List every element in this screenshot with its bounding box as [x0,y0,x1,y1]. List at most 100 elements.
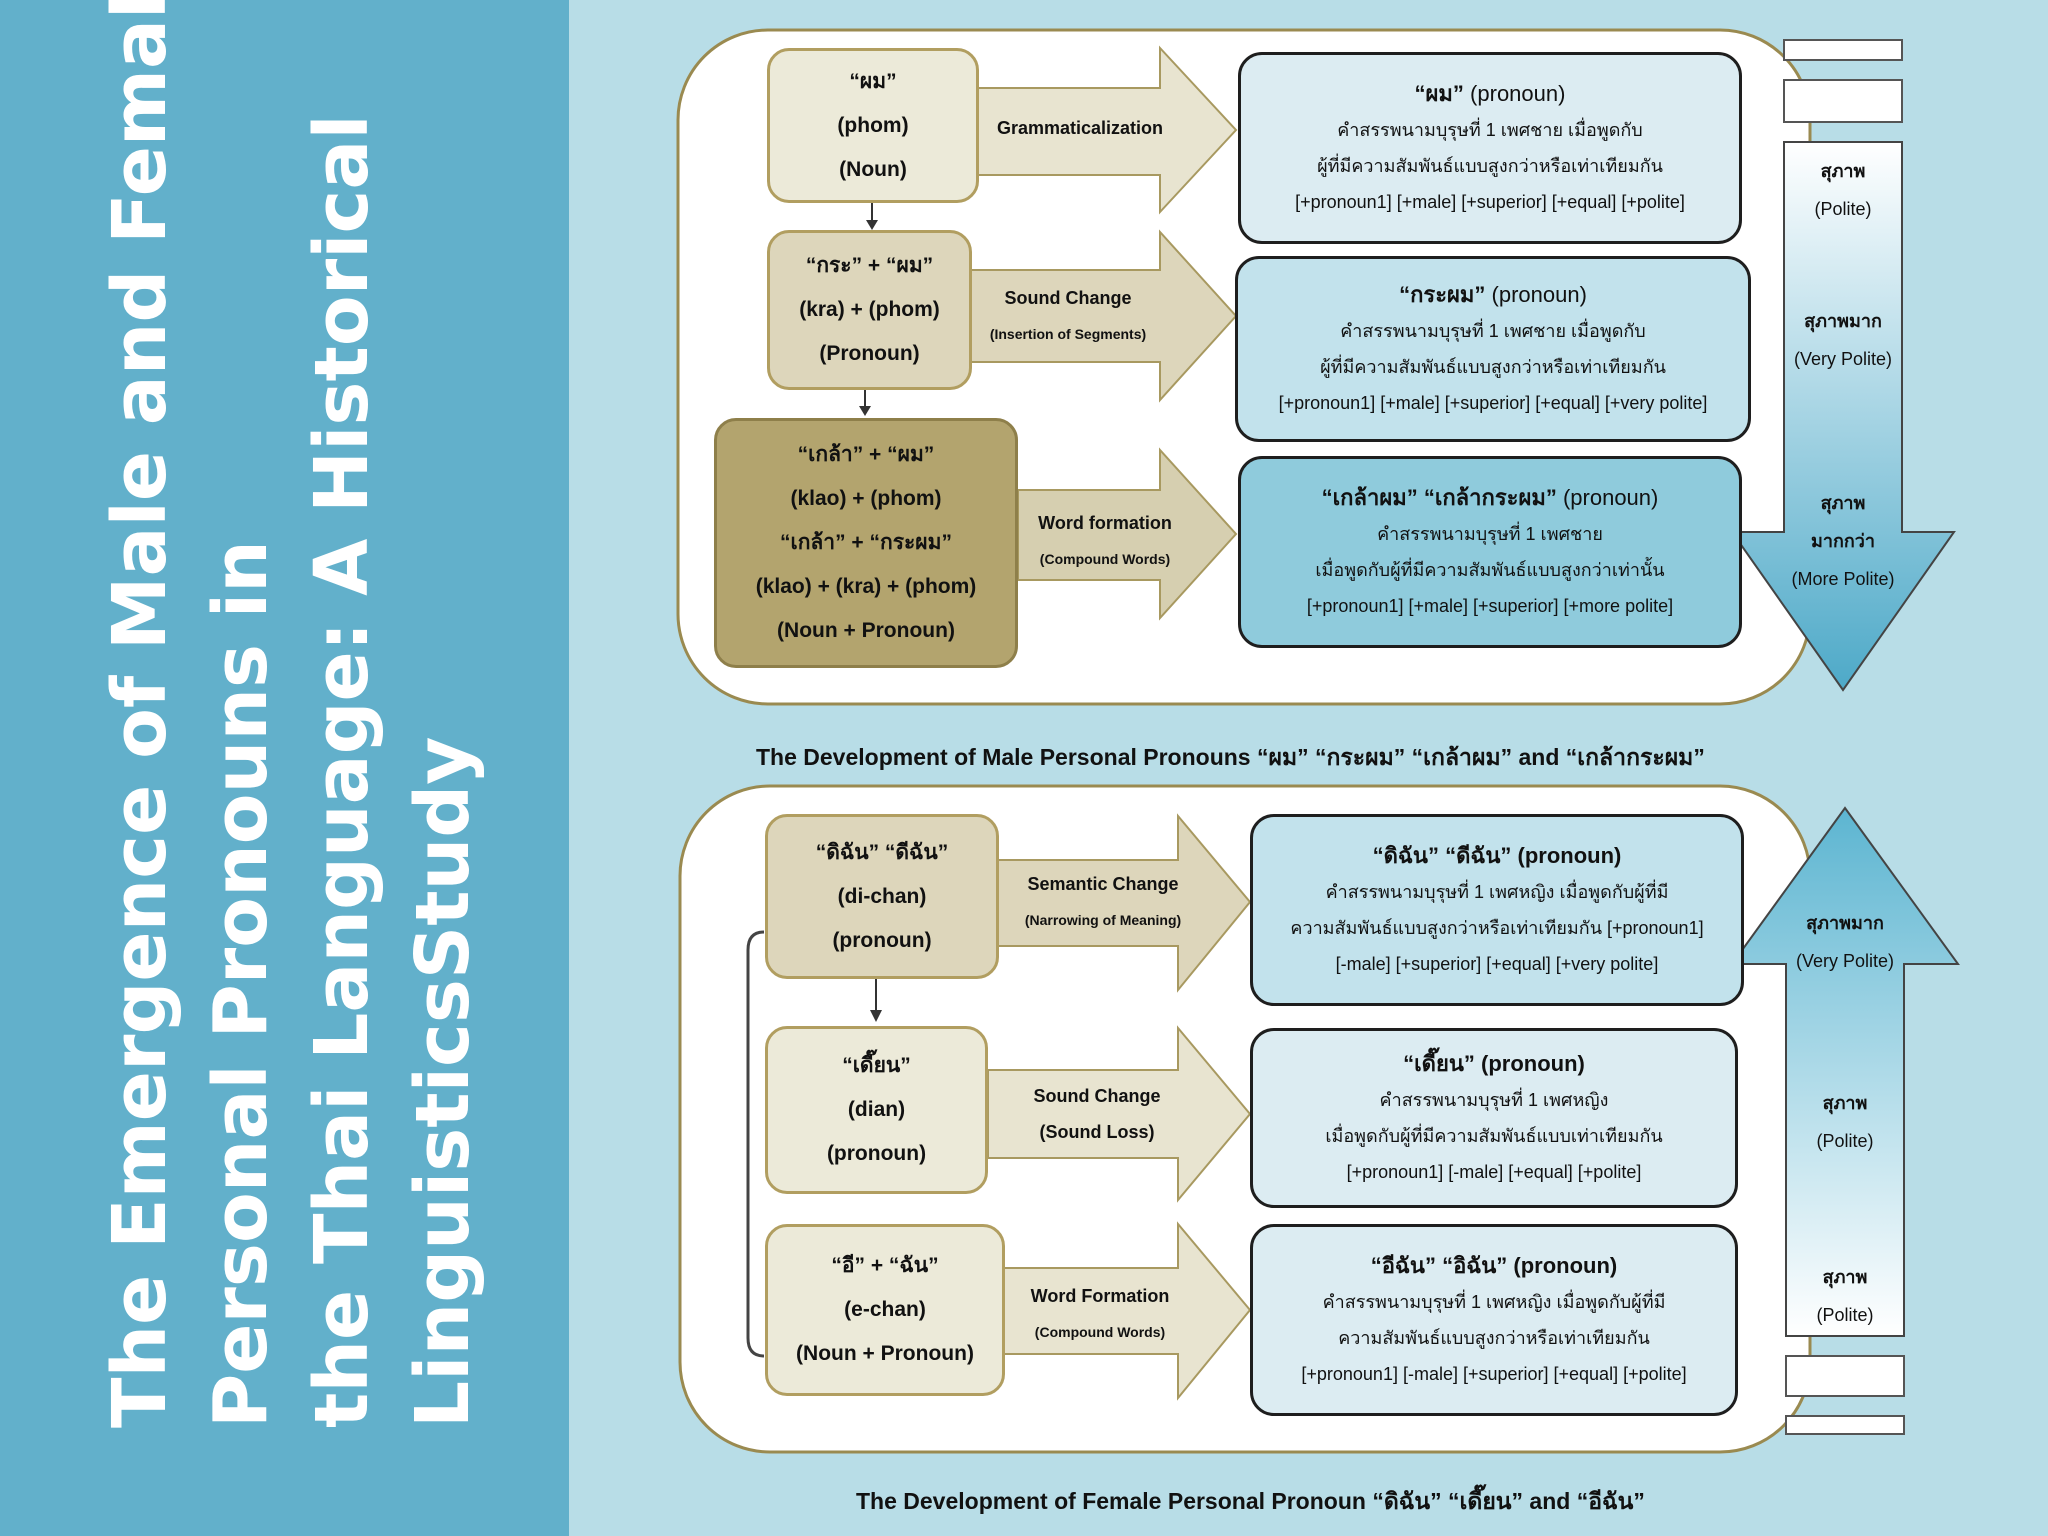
female-process-label: Word Formation (Compound Words) [1000,1278,1200,1350]
source-line: “เกล้า” + “กระผม” [780,531,952,554]
process-arrow [1003,1221,1252,1401]
process-name: Grammaticalization [996,118,1164,138]
source-line: (pronoun) [832,928,932,952]
scale-label: สุภาพ มากกว่า (More Polite) [1778,484,1908,598]
scale-english: (Very Polite) [1793,349,1893,369]
process-arrow [977,45,1238,215]
process-detail: (Insertion of Segments) [989,326,1147,342]
result-line: [+pronoun1] [+male] [+superior] [+more p… [1306,596,1674,616]
source-line: “ผม” [849,69,897,93]
scale-label: สุภาพ (Polite) [1780,1084,1910,1160]
female-source-dichan: “ดิฉัน” “ดีฉัน” (di-chan) (pronoun) [765,814,999,979]
scale-label: สุภาพมาก (Very Polite) [1780,904,1910,980]
result-line: ความสัมพันธ์แบบสูงกว่าหรือเท่าเทียมกัน [1338,1328,1650,1348]
female-result-dichan: “ดิฉัน” “ดีฉัน” (pronoun) คำสรรพนามบุรุษ… [1250,814,1744,1006]
male-result-klaophom: “เกล้าผม” “เกล้ากระผม” (pronoun) คำสรรพน… [1238,456,1742,648]
scale-thai: สุภาพมาก [1804,311,1882,331]
result-heading: “ดิฉัน” “ดีฉัน” (pronoun) [1372,843,1622,868]
result-line: คำสรรพนามบุรุษที่ 1 เพศหญิง [1379,1090,1609,1110]
source-line: (dian) [847,1098,906,1121]
male-result-phom: “ผม” (pronoun) คำสรรพนามบุรุษที่ 1 เพศชา… [1238,52,1742,244]
result-line: [-male] [+superior] [+equal] [+very poli… [1335,954,1659,974]
process-name: Semantic Change [1027,874,1179,894]
connector-arrow [870,1010,882,1022]
source-line: “เกล้า” + “ผม” [797,443,935,466]
female-result-dian: “เดี๊ยน” (pronoun) คำสรรพนามบุรุษที่ 1 เ… [1250,1028,1738,1208]
male-process-label: Grammaticalization [980,110,1180,146]
result-heading: “กระผม” (pronoun) [1399,282,1587,307]
process-name: Sound Change [1004,288,1132,308]
scale-english: (Very Polite) [1795,951,1895,971]
result-line: คำสรรพนามบุรุษที่ 1 เพศชาย เมื่อพูดกับ [1337,120,1643,140]
male-source-klaophom: “เกล้า” + “ผม” (klao) + (phom) “เกล้า” +… [714,418,1018,668]
process-arrow [967,229,1238,403]
female-caption: The Development of Female Personal Prono… [856,1488,1645,1514]
bracket-line [746,930,765,1358]
source-line: “เดี๊ยน” [842,1054,911,1077]
process-arrow [1017,447,1238,621]
scale-english: (Polite) [1816,1131,1874,1151]
result-line: คำสรรพนามบุรุษที่ 1 เพศชาย เมื่อพูดกับ [1340,321,1646,341]
process-name: Word Formation [1030,1286,1170,1306]
male-result-kraphom: “กระผม” (pronoun) คำสรรพนามบุรุษที่ 1 เพ… [1235,256,1751,442]
source-line: (pronoun) [826,1142,927,1165]
scale-thai: สุภาพ [1820,161,1866,181]
male-process-label: Sound Change (Insertion of Segments) [968,280,1168,352]
result-heading: “อีฉัน” “อิฉัน” (pronoun) [1370,1253,1618,1278]
process-name: Word formation [1038,513,1172,533]
source-line: “ดิฉัน” “ดีฉัน” [815,840,949,864]
scale-bar [1785,1415,1905,1435]
result-line: คำสรรพนามบุรุษที่ 1 เพศหญิง เมื่อพูดกับผ… [1325,882,1669,902]
male-process-label: Word formation (Compound Words) [1010,505,1200,577]
scale-english: (More Polite) [1791,569,1895,589]
result-line: ผู้ที่มีความสัมพันธ์แบบสูงกว่าหรือเท่าเท… [1317,156,1663,176]
scale-thai: มากกว่า [1811,531,1875,551]
scale-thai: สุภาพ [1822,1267,1868,1287]
source-line: (Noun) [839,157,907,181]
source-line: (kra) + (phom) [799,298,940,321]
male-source-phom: “ผม” (phom) (Noun) [767,48,979,203]
result-line: คำสรรพนามบุรุษที่ 1 เพศหญิง เมื่อพูดกับผ… [1322,1292,1666,1312]
result-line: [+pronoun1] [+male] [+superior] [+equal]… [1295,192,1685,212]
female-process-label: Semantic Change (Narrowing of Meaning) [1000,866,1206,938]
process-name: Sound Change [1033,1086,1161,1106]
result-line: คำสรรพนามบุรุษที่ 1 เพศชาย [1377,524,1603,544]
result-line: [+pronoun1] [-male] [+superior] [+equal]… [1301,1364,1687,1384]
result-line: [+pronoun1] [-male] [+equal] [+polite] [1346,1162,1642,1182]
scale-bar [1785,1355,1905,1397]
source-line: (Pronoun) [819,342,920,365]
scale-english: (Polite) [1816,1305,1874,1325]
title-sidebar: The Emergence of Male and Female Persona… [0,0,569,1536]
scale-label: สุภาพมาก (Very Polite) [1778,302,1908,378]
result-line: [+pronoun1] [+male] [+superior] [+equal]… [1278,393,1708,413]
result-line: ความสัมพันธ์แบบสูงกว่าหรือเท่าเทียมกัน [… [1290,918,1704,938]
scale-thai: สุภาพ [1820,493,1866,513]
male-source-kraphom: “กระ” + “ผม” (kra) + (phom) (Pronoun) [767,230,972,390]
source-line: (klao) + (kra) + (phom) [755,575,977,598]
process-arrow [987,1025,1252,1203]
source-line: (di-chan) [837,884,927,908]
result-heading: “เกล้าผม” “เกล้ากระผม” (pronoun) [1321,485,1659,510]
politeness-down-arrow [1730,141,1956,692]
source-line: (klao) + (phom) [790,487,942,510]
scale-bar [1783,39,1903,61]
scale-label: สุภาพ (Polite) [1780,1258,1910,1334]
female-result-echan: “อีฉัน” “อิฉัน” (pronoun) คำสรรพนามบุรุษ… [1250,1224,1738,1416]
result-line: เมื่อพูดกับผู้ที่มีความสัมพันธ์แบบเท่าเท… [1325,1126,1663,1146]
process-arrow [995,813,1252,993]
female-process-label: Sound Change (Sound Loss) [994,1078,1200,1150]
result-line: เมื่อพูดกับผู้ที่มีความสัมพันธ์แบบสูงกว่… [1315,560,1665,580]
source-line: (e-chan) [844,1298,926,1321]
connector-arrow [859,406,871,416]
connector-arrow [866,220,878,230]
scale-label: สุภาพ (Polite) [1778,152,1908,228]
source-line: (Noun + Pronoun) [796,1342,974,1365]
female-source-dian: “เดี๊ยน” (dian) (pronoun) [765,1026,988,1194]
result-heading: “ผม” (pronoun) [1414,81,1566,106]
result-heading: “เดี๊ยน” (pronoun) [1403,1051,1585,1076]
scale-english: (Polite) [1814,199,1872,219]
scale-thai: สุภาพ [1822,1093,1868,1113]
source-line: “อี” + “ฉัน” [831,1254,939,1277]
source-line: (Noun + Pronoun) [777,619,955,642]
scale-thai: สุภาพมาก [1806,913,1884,933]
